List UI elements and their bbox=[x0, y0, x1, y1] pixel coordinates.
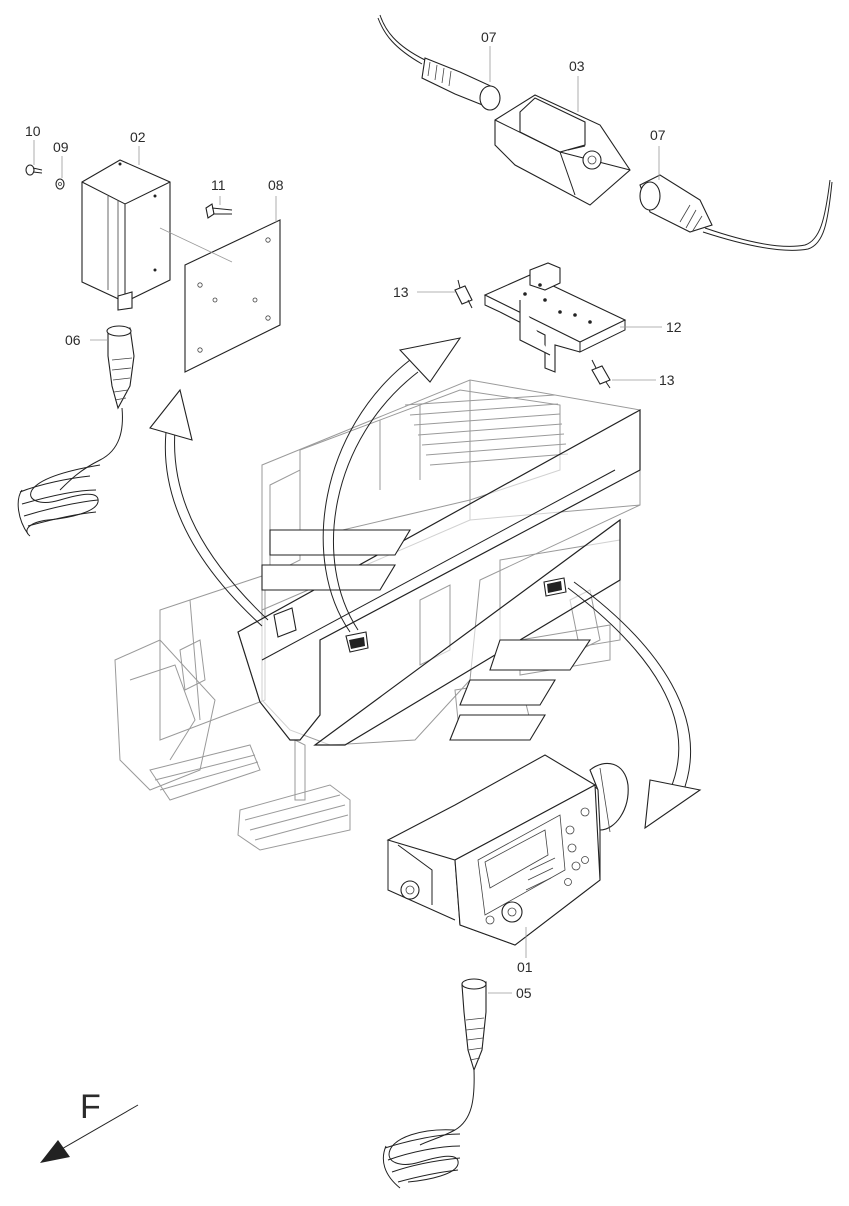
coiled-cable-06 bbox=[17, 464, 101, 537]
label-07-lower: 07 bbox=[650, 127, 666, 143]
part-labels: 07 03 07 02 10 09 11 08 06 13 12 13 01 0… bbox=[25, 29, 682, 1126]
coiled-cable-05 bbox=[382, 1129, 461, 1189]
arrow-to-bracket-12 bbox=[322, 337, 462, 633]
screw-10 bbox=[25, 164, 43, 176]
mount-center bbox=[345, 631, 369, 653]
mount-left bbox=[273, 607, 297, 638]
label-01: 01 bbox=[517, 959, 533, 975]
label-03: 03 bbox=[569, 58, 585, 74]
label-07-upper: 07 bbox=[481, 29, 497, 45]
direction-arrow bbox=[40, 1104, 139, 1163]
label-02: 02 bbox=[130, 129, 146, 145]
label-08: 08 bbox=[268, 177, 284, 193]
connector-06 bbox=[59, 325, 135, 491]
arrow-to-display-01 bbox=[567, 581, 702, 830]
label-13-upper: 13 bbox=[393, 284, 409, 300]
label-09: 09 bbox=[53, 139, 69, 155]
leader-lines bbox=[33, 46, 662, 994]
grille-ghost bbox=[404, 394, 569, 466]
machine-ghost-outline bbox=[114, 379, 641, 851]
direction-letter-f: F bbox=[80, 1088, 101, 1126]
label-10: 10 bbox=[25, 123, 41, 139]
label-13-lower: 13 bbox=[659, 372, 675, 388]
control-box-02 bbox=[81, 159, 171, 311]
washer-09 bbox=[55, 178, 65, 190]
bolt-11 bbox=[205, 196, 233, 219]
display-unit-01 bbox=[386, 754, 629, 946]
connector-05 bbox=[419, 978, 487, 1146]
cable-07-upper bbox=[377, 14, 501, 111]
cable-07-lower bbox=[639, 174, 833, 251]
stud-13-upper bbox=[454, 279, 473, 309]
mounting-plate-08 bbox=[159, 219, 281, 373]
mount-right bbox=[543, 577, 567, 597]
arrow-to-module-02 bbox=[149, 388, 269, 627]
label-11: 11 bbox=[211, 177, 226, 193]
sensor-03 bbox=[494, 94, 631, 206]
stud-13-lower bbox=[591, 359, 611, 389]
label-12: 12 bbox=[666, 319, 682, 335]
bracket-12 bbox=[483, 262, 627, 373]
front-direction-f-shape bbox=[237, 408, 641, 746]
label-06: 06 bbox=[65, 332, 81, 348]
label-05: 05 bbox=[516, 985, 532, 1001]
